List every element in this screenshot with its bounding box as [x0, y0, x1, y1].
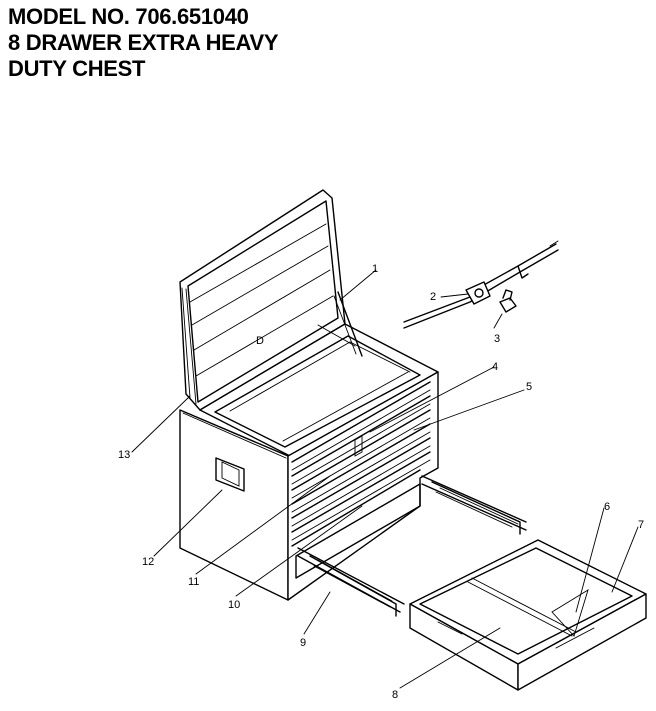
callout-4: 4 — [492, 361, 498, 373]
lid-stay — [333, 291, 363, 357]
callout-11: 11 — [188, 576, 199, 588]
callout-13: 13 — [118, 449, 130, 461]
lid-mark: D — [256, 335, 264, 347]
callout-1: 1 — [372, 263, 378, 275]
callout-5: 5 — [526, 381, 532, 393]
callout-numbers: 1 2 3 4 5 6 7 8 9 10 11 12 13 — [118, 263, 644, 701]
callout-7: 7 — [638, 519, 644, 531]
removed-drawer — [409, 539, 647, 691]
callout-10: 10 — [228, 599, 240, 611]
bolt — [499, 289, 517, 313]
title-line-1: MODEL NO. 706.651040 — [8, 4, 249, 29]
leader-lines — [131, 269, 639, 689]
chest-front — [287, 371, 439, 601]
chest-top-tray — [199, 323, 439, 457]
lid: D — [179, 189, 346, 411]
drawer-slide-right — [421, 475, 527, 535]
callout-8: 8 — [392, 689, 398, 701]
side-handle — [215, 457, 245, 492]
title-line-2: 8 DRAWER EXTRA HEAVY — [8, 30, 279, 55]
chest-side-panel — [179, 409, 289, 601]
callout-2: 2 — [430, 291, 436, 303]
drawer-slide-left — [297, 547, 405, 617]
callout-6: 6 — [604, 501, 610, 513]
callout-12: 12 — [142, 556, 154, 568]
diagram-title: MODEL NO. 706.651040 8 DRAWER EXTRA HEAV… — [8, 4, 279, 82]
hasp-latch — [403, 240, 559, 329]
title-line-3: DUTY CHEST — [8, 56, 146, 81]
callout-3: 3 — [494, 333, 500, 345]
callout-9: 9 — [300, 637, 306, 649]
